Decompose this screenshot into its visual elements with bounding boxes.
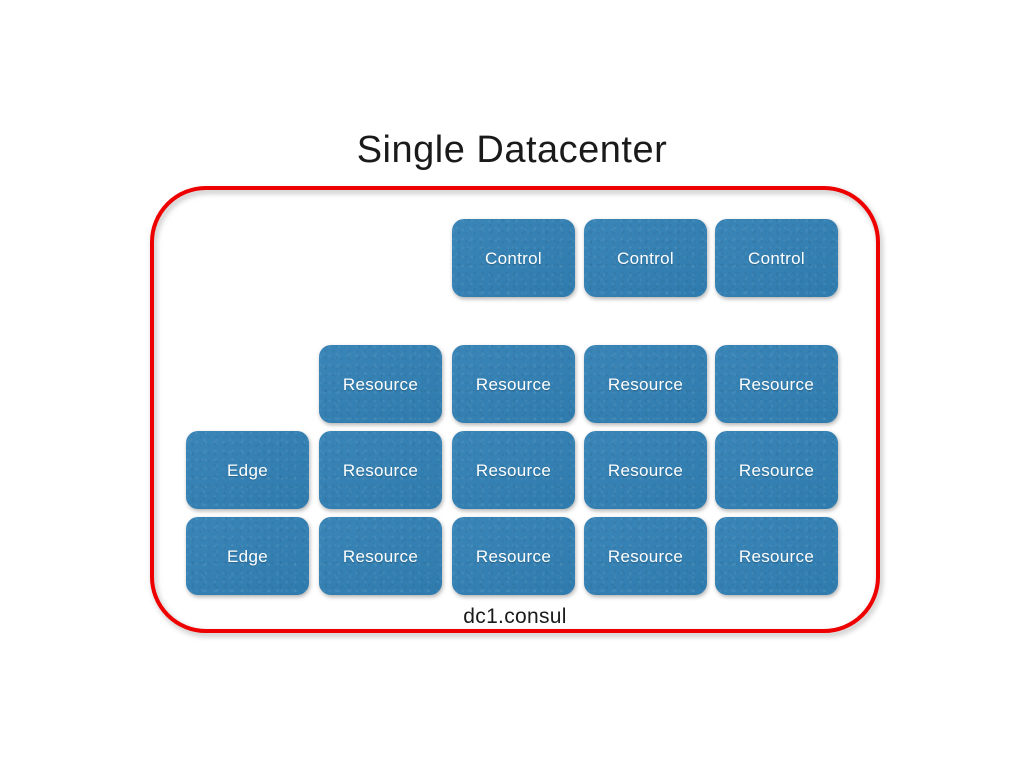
node-resource-r3-c5[interactable]: Resource <box>715 517 838 595</box>
edge-resource-row-2: Edge Resource Resource Resource Resource <box>186 517 838 595</box>
node-label: Resource <box>607 374 684 394</box>
node-label: Resource <box>342 374 419 394</box>
node-resource-r1-c3[interactable]: Resource <box>452 345 575 423</box>
node-label: Control <box>617 248 674 268</box>
node-edge-r2-c1[interactable]: Edge <box>186 431 309 509</box>
node-resource-r3-c4[interactable]: Resource <box>584 517 707 595</box>
node-label: Resource <box>738 546 815 566</box>
node-resource-r1-c2[interactable]: Resource <box>319 345 442 423</box>
node-label: Resource <box>738 460 815 480</box>
node-resource-r1-c4[interactable]: Resource <box>584 345 707 423</box>
edge-resource-row-1: Edge Resource Resource Resource Resource <box>186 431 838 509</box>
node-resource-r3-c2[interactable]: Resource <box>319 517 442 595</box>
node-resource-r3-c3[interactable]: Resource <box>452 517 575 595</box>
datacenter-boundary <box>150 186 880 633</box>
control-plane-row: Control Control Control <box>186 219 838 297</box>
node-resource-r2-c4[interactable]: Resource <box>584 431 707 509</box>
node-resource-r2-c3[interactable]: Resource <box>452 431 575 509</box>
node-label: Resource <box>475 460 552 480</box>
node-grid: Control Control Control Resource Resourc… <box>186 219 838 595</box>
node-label: Control <box>748 248 805 268</box>
node-label: Resource <box>342 460 419 480</box>
node-control-2[interactable]: Control <box>584 219 707 297</box>
node-resource-r2-c2[interactable]: Resource <box>319 431 442 509</box>
node-label: Control <box>485 248 542 268</box>
node-label: Edge <box>227 460 268 480</box>
node-label: Resource <box>607 546 684 566</box>
resource-row-1: Resource Resource Resource Resource <box>186 345 838 423</box>
node-control-3[interactable]: Control <box>715 219 838 297</box>
node-label: Resource <box>475 374 552 394</box>
node-label: Resource <box>607 460 684 480</box>
node-control-1[interactable]: Control <box>452 219 575 297</box>
node-label: Resource <box>342 546 419 566</box>
datacenter-caption: dc1.consul <box>463 605 567 628</box>
node-label: Resource <box>738 374 815 394</box>
node-label: Edge <box>227 546 268 566</box>
node-resource-r1-c5[interactable]: Resource <box>715 345 838 423</box>
page-title: Single Datacenter <box>356 129 668 171</box>
node-label: Resource <box>475 546 552 566</box>
node-edge-r3-c1[interactable]: Edge <box>186 517 309 595</box>
node-resource-r2-c5[interactable]: Resource <box>715 431 838 509</box>
